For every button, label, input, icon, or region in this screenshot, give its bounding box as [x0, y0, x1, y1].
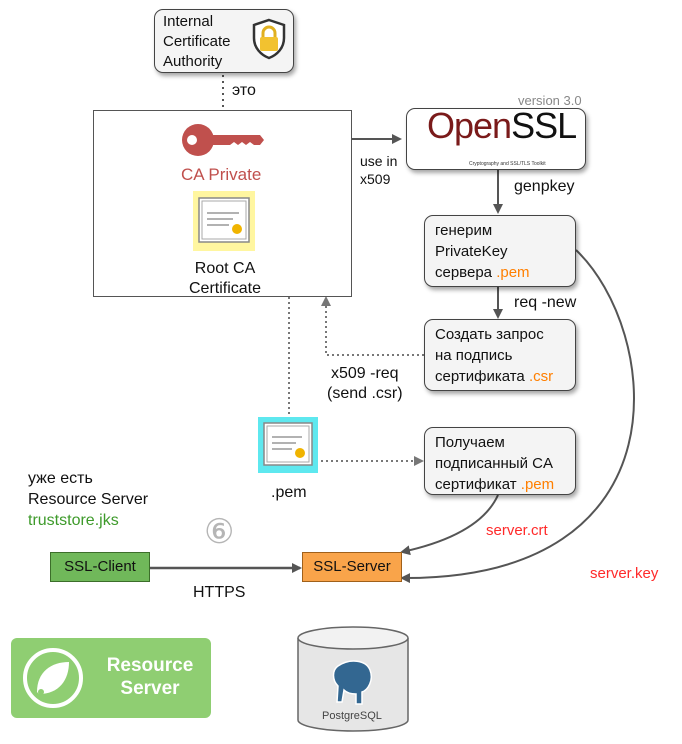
ica-line1: Internal	[163, 13, 214, 30]
resource-info-line3: truststore.jks	[28, 512, 119, 529]
ica-line3: Authority	[163, 53, 223, 70]
csr-line1: Создать запрос	[435, 326, 544, 343]
csr-line3-text: сертификата	[435, 368, 529, 385]
gen-line1: генерим	[435, 222, 493, 239]
resource-info-line1: уже есть	[28, 470, 93, 487]
https-label: HTTPS	[193, 584, 246, 601]
gen-line3: сервера .pem	[435, 262, 565, 283]
server-key-label: server.key	[590, 565, 659, 582]
x509-req-label: x509 -req (send .csr)	[327, 364, 403, 404]
gen-line2: PrivateKey	[435, 243, 508, 260]
gen-line3-text: сервера	[435, 264, 497, 281]
root-ca-label: Root CA Certificate	[170, 259, 280, 299]
ssl-client-box: SSL-Client	[50, 552, 150, 582]
openssl-logo-ssl: SSL	[511, 105, 577, 146]
ica-line2: Certificate	[163, 33, 231, 50]
server-crt-label: server.crt	[486, 522, 548, 539]
pem-label: .pem	[271, 484, 307, 501]
eto-label: это	[232, 82, 256, 99]
postgresql-label: PostgreSQL	[322, 710, 382, 722]
signed-line3-ext: .pem	[520, 476, 555, 493]
resource-info-text: уже есть Resource Server truststore.jks	[28, 468, 148, 531]
signed-line3-text: сертификат	[435, 476, 521, 493]
req-new-label: req -new	[514, 294, 577, 311]
shield-lock-icon	[252, 18, 286, 60]
resource-server-badge-text: Resource Server	[95, 654, 205, 700]
internal-ca-box: Internal Certificate Authority	[154, 9, 294, 73]
csr-box: Создать запрос на подпись сертификата .c…	[424, 319, 576, 391]
csr-line3: сертификата .csr	[435, 366, 565, 387]
resource-server-line2: Server	[120, 678, 180, 699]
csr-line3-ext: .csr	[528, 368, 554, 385]
signed-cert-box: Получаем подписанный CA сертификат .pem	[424, 427, 576, 495]
resource-server-line1: Resource	[106, 655, 194, 676]
csr-line2: на подпись	[435, 347, 513, 364]
step-number-badge: ⑥	[204, 513, 235, 551]
root-ca-line1: Root CA	[194, 260, 256, 277]
signed-line2: подписанный CA	[435, 455, 553, 472]
database-icon	[297, 626, 409, 732]
certificate-icon	[193, 191, 255, 251]
gen-line3-ext: .pem	[496, 264, 530, 281]
resource-server-badge: Resource Server	[11, 638, 211, 718]
key-icon	[182, 124, 264, 156]
spring-logo-icon	[23, 648, 83, 708]
resource-info-line2: Resource Server	[28, 491, 149, 508]
generate-key-box: генерим PrivateKey сервера .pem	[424, 215, 576, 287]
openssl-logo-open: Open	[427, 105, 512, 146]
version-label: version 3.0	[518, 93, 582, 108]
csr-to-ca-arrow	[321, 296, 424, 356]
pem-certificate-icon	[258, 417, 318, 473]
root-ca-line2: Certificate	[188, 280, 262, 297]
x509-req-line1: x509 -req	[330, 365, 399, 382]
openssl-tagline: Cryptography and SSL/TLS Toolkit	[469, 161, 546, 167]
signed-line3: сертификат .pem	[435, 474, 565, 495]
server-key-arrow	[400, 249, 635, 584]
openssl-box: OpenSSL Cryptography and SSL/TLS Toolkit	[406, 108, 586, 170]
signed-line1: Получаем	[435, 434, 505, 451]
ca-private-label: CA Private	[181, 165, 262, 184]
x509-req-line2: (send .csr)	[327, 385, 403, 402]
use-in-line2: x509	[360, 171, 391, 187]
openssl-logo: OpenSSL	[427, 108, 577, 144]
postgresql-elephant-icon	[332, 660, 373, 705]
server-crt-arrow	[400, 494, 499, 556]
genpkey-label: genpkey	[514, 178, 575, 195]
use-in-label: use in x509	[360, 152, 397, 188]
use-in-line1: use in	[360, 153, 398, 169]
ssl-server-box: SSL-Server	[302, 552, 402, 582]
